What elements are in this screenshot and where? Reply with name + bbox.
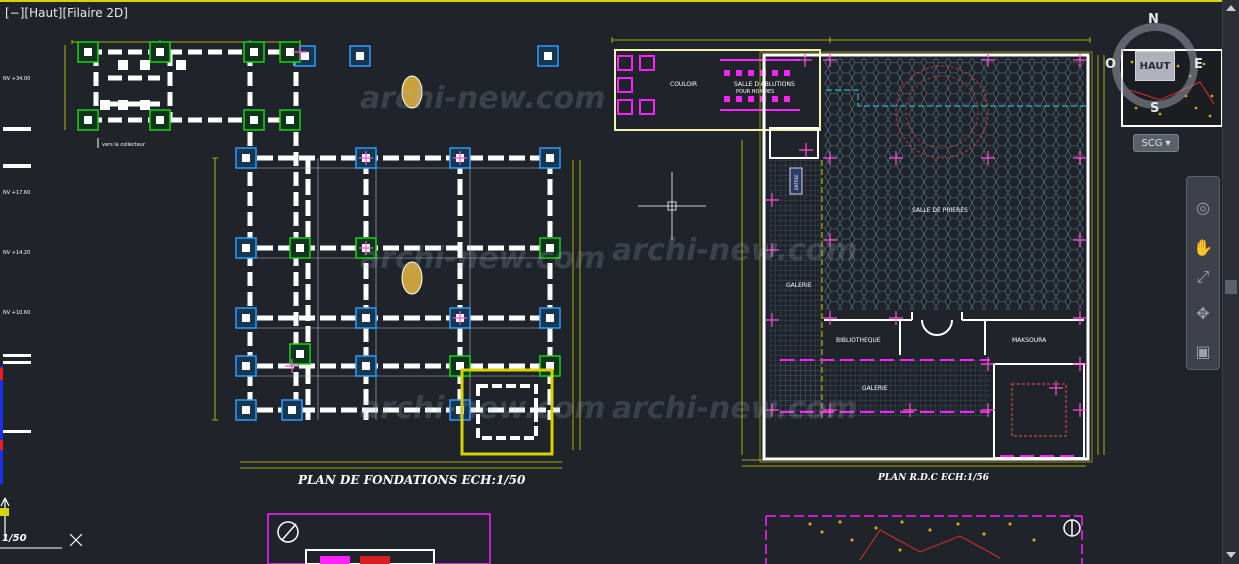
ground-floor-plan-title: PLAN R.D.C ECH:1/56 xyxy=(877,473,990,483)
level-label-2: NV +17.60 xyxy=(3,190,30,196)
crosshair-cursor xyxy=(638,172,706,240)
ground-floor-plan[interactable]: COULOIR SALLE D'ABLUTIONS POUR HOMMES SA… xyxy=(611,37,1105,483)
foundation-plan-title: PLAN DE FONDATIONS ECH:1/50 xyxy=(297,473,526,487)
level-label-1: NV +34.00 xyxy=(3,76,30,82)
level-markers: NV +34.00 NV +17.60 NV +14.20 NV +10.60 xyxy=(0,76,31,484)
vers-collecteur-label: vers la collecteur xyxy=(102,142,146,148)
navigation-bar: ◎ ✋ ⤢ ✥ ▣ xyxy=(1186,176,1220,370)
scrollbar-thumb[interactable] xyxy=(1225,280,1237,294)
viewcube-top-face[interactable]: HAUT xyxy=(1135,51,1175,81)
watermark-5: archi-new.com xyxy=(360,391,605,426)
showmotion-icon[interactable]: ▣ xyxy=(1195,341,1211,361)
zoom-icon[interactable]: ⤢ xyxy=(1196,267,1210,286)
foundation-plan[interactable]: vers la collecteur PLAN DE FONDATIONS EC… xyxy=(64,40,581,487)
chevron-down-icon: ▾ xyxy=(1165,137,1171,149)
room-label-library: BIBLIOTHEQUE xyxy=(836,337,881,344)
viewcube-compass-ring[interactable] xyxy=(1112,23,1198,109)
watermarks: archi-new.com archi-new.com archi-new.co… xyxy=(360,81,857,426)
viewport-controls-label: [−][Haut][Filaire 2D] xyxy=(5,6,128,20)
room-label-maksoura: MAKSOURA xyxy=(1012,337,1047,344)
watermark-2: archi-new.com xyxy=(360,241,605,276)
steering-wheel-icon[interactable]: ◎ xyxy=(1196,197,1210,217)
ucs-icon: 1/50 xyxy=(0,497,83,549)
vertical-scrollbar[interactable] xyxy=(1222,0,1239,564)
bottom-gallery-floor xyxy=(780,360,990,416)
scroll-down-icon[interactable] xyxy=(1226,552,1236,558)
compass-east[interactable]: E xyxy=(1194,57,1203,72)
room-label-gallery-bottom: GALERIE xyxy=(862,385,888,392)
watermark-3: archi-new.com xyxy=(612,233,857,268)
viewport-active-border xyxy=(0,0,1222,2)
compass-south[interactable]: S xyxy=(1150,101,1160,116)
level-label-4: NV +10.60 xyxy=(3,310,30,316)
orbit-icon[interactable]: ✥ xyxy=(1196,303,1210,323)
pan-icon[interactable]: ✋ xyxy=(1193,237,1213,257)
room-label-ablutions-sub: POUR HOMMES xyxy=(736,89,774,95)
compass-north[interactable]: N xyxy=(1148,12,1159,27)
level-label-3: NV +14.20 xyxy=(3,250,30,256)
ucs-menu-button[interactable]: SCG ▾ xyxy=(1133,134,1179,152)
room-label-prayer-hall: SALLE DE PRIERES xyxy=(912,207,968,214)
viewport-menu-control[interactable]: [−] xyxy=(5,6,25,20)
prayer-hall-floor xyxy=(824,58,1084,310)
visual-style-control[interactable]: [Filaire 2D] xyxy=(62,6,128,20)
compass-west[interactable]: O xyxy=(1105,57,1117,72)
ucs-menu-label: SCG xyxy=(1141,137,1163,149)
viewcube[interactable]: N O E S HAUT xyxy=(1105,12,1204,125)
watermark-4: archi-new.com xyxy=(612,391,857,426)
view-direction-control[interactable]: [Haut] xyxy=(24,6,63,20)
room-label-entrance: ENTREE xyxy=(794,174,799,190)
scroll-up-icon[interactable] xyxy=(1226,5,1236,11)
bottom-details xyxy=(267,513,1083,564)
watermark-1: archi-new.com xyxy=(360,81,605,116)
room-label-gallery-left: GALERIE xyxy=(786,282,812,289)
room-label-corridor: COULOIR xyxy=(670,81,697,88)
scale-label: 1/50 xyxy=(2,533,27,544)
